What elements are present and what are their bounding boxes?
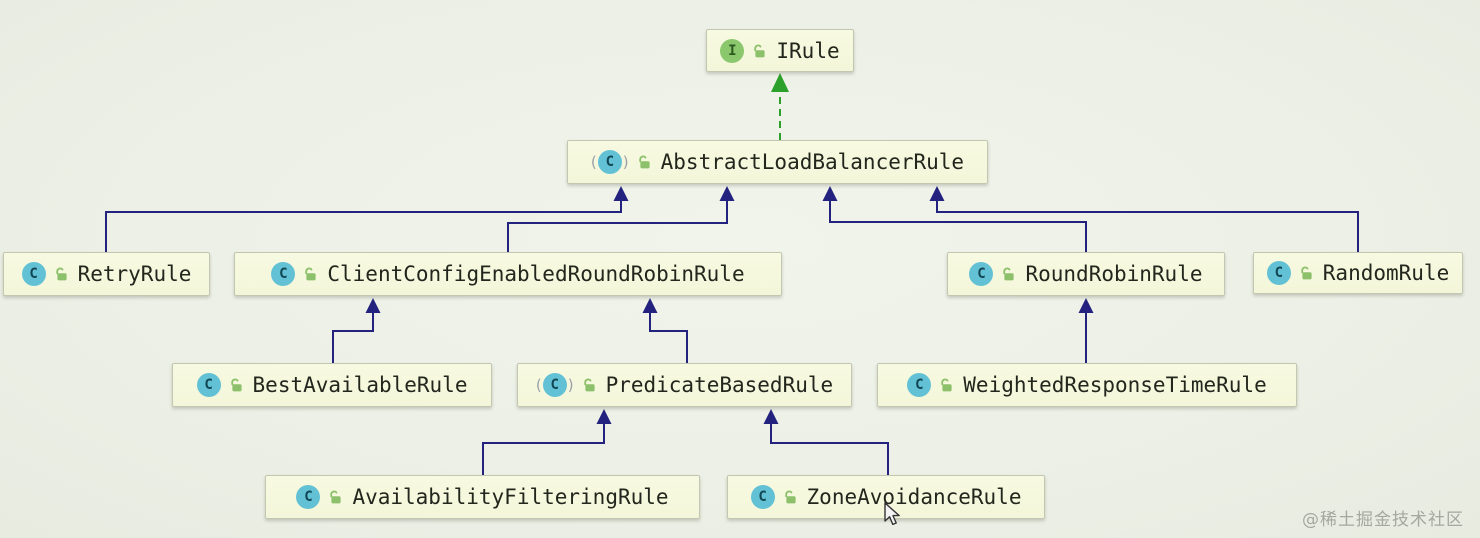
abstract-class-icon: (C) xyxy=(536,373,574,397)
edge-random-rule-to-abstract-load-balancer-rule xyxy=(929,186,1359,252)
lock-icon xyxy=(228,377,244,393)
class-icon: C xyxy=(750,485,775,509)
class-icon: C xyxy=(969,262,994,286)
class-icon: C xyxy=(271,262,296,286)
class-node-random-rule[interactable]: C RandomRule xyxy=(1253,252,1463,294)
lock-icon xyxy=(327,489,343,505)
class-node-abstract-load-balancer-rule[interactable]: (C) AbstractLoadBalancerRule xyxy=(567,140,988,184)
edge-predicate-based-rule-to-client-config-enabled-round-robin-rule xyxy=(642,298,688,363)
edge-zone-avoidance-rule-to-predicate-based-rule xyxy=(763,409,889,475)
lock-icon xyxy=(751,43,767,59)
class-name-label: AvailabilityFilteringRule xyxy=(352,485,669,509)
class-name-label: RetryRule xyxy=(77,262,192,286)
class-node-round-robin-rule[interactable]: C RoundRobinRule xyxy=(947,252,1225,296)
class-node-weighted-response-time-rule[interactable]: C WeightedResponseTimeRule xyxy=(877,363,1297,407)
class-icon: C xyxy=(196,373,221,397)
class-name-label: ZoneAvoidanceRule xyxy=(806,485,1022,509)
class-name-label: BestAvailableRule xyxy=(252,373,468,397)
watermark: @稀土掘金技术社区 xyxy=(1302,510,1464,530)
class-name-label: AbstractLoadBalancerRule xyxy=(660,150,965,174)
class-name-label: ClientConfigEnabledRoundRobinRule xyxy=(327,262,745,286)
class-node-zone-avoidance-rule[interactable]: C ZoneAvoidanceRule xyxy=(727,475,1045,519)
edge-best-available-rule-to-client-config-enabled-round-robin-rule xyxy=(332,298,381,363)
class-name-label: IRule xyxy=(776,38,840,63)
edge-retry-rule-to-abstract-load-balancer-rule xyxy=(105,186,629,252)
lock-icon xyxy=(782,489,798,505)
class-name-label: PredicateBasedRule xyxy=(605,373,834,397)
edge-weighted-response-time-rule-to-round-robin-rule xyxy=(1078,298,1094,363)
edge-abstract-load-balancer-rule-to-irule xyxy=(771,73,789,140)
edge-client-config-enabled-round-robin-rule-to-abstract-load-balancer-rule xyxy=(507,186,735,252)
class-icon: C xyxy=(21,262,46,286)
lock-icon xyxy=(1000,266,1016,282)
lock-icon xyxy=(581,377,597,393)
abstract-class-icon: (C) xyxy=(591,150,629,174)
class-icon: C xyxy=(296,485,321,509)
lock-icon xyxy=(302,266,318,282)
lock-icon xyxy=(1298,265,1314,281)
class-name-label: RandomRule xyxy=(1322,261,1450,285)
edge-availability-filtering-rule-to-predicate-based-rule xyxy=(482,409,612,475)
class-node-retry-rule[interactable]: C RetryRule xyxy=(3,252,210,296)
class-node-availability-filtering-rule[interactable]: C AvailabilityFilteringRule xyxy=(265,475,700,519)
class-node-client-config-enabled-round-robin-rule[interactable]: C ClientConfigEnabledRoundRobinRule xyxy=(234,252,782,296)
class-node-predicate-based-rule[interactable]: (C) PredicateBasedRule xyxy=(517,363,852,407)
lock-icon xyxy=(938,377,954,393)
class-icon: C xyxy=(1266,261,1291,285)
class-icon: C xyxy=(907,373,932,397)
class-node-irule[interactable]: I IRule xyxy=(706,29,854,72)
class-name-label: WeightedResponseTimeRule xyxy=(963,373,1267,397)
interface-icon: I xyxy=(720,38,745,63)
lock-icon xyxy=(53,266,69,282)
class-node-best-available-rule[interactable]: C BestAvailableRule xyxy=(172,363,492,407)
edge-round-robin-rule-to-abstract-load-balancer-rule xyxy=(822,186,1087,252)
lock-icon xyxy=(636,154,652,170)
class-name-label: RoundRobinRule xyxy=(1025,262,1203,286)
